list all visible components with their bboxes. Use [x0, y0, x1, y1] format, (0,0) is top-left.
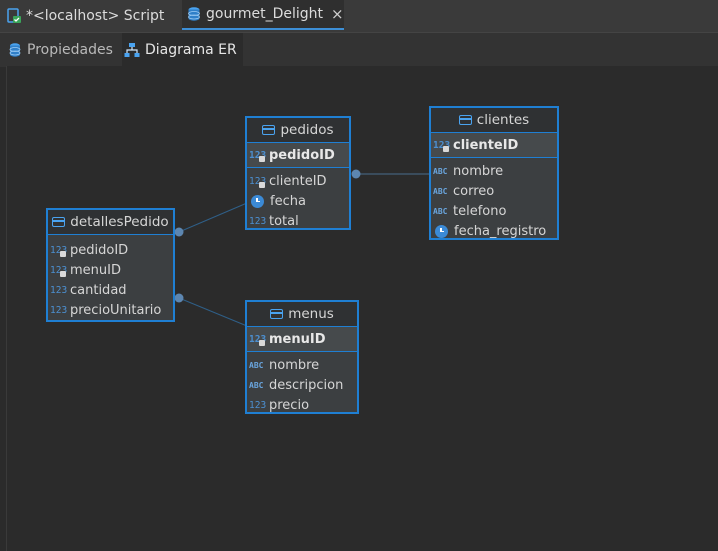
entity-header: menus	[247, 302, 357, 327]
column-name: cantidad	[70, 282, 127, 298]
text-type-icon: ABC	[433, 166, 448, 176]
column-name: clienteID	[269, 173, 327, 189]
numeric-key-icon: 123	[249, 149, 267, 162]
database-icon	[186, 6, 202, 22]
tab-script[interactable]: *<localhost> Script	[6, 0, 176, 32]
subtab-properties[interactable]: Propiedades	[8, 33, 113, 66]
entity-title: menus	[288, 306, 334, 322]
clock-icon	[435, 224, 448, 238]
table-icon	[52, 217, 66, 227]
numeric-type-icon: 123	[50, 304, 68, 316]
column-name: fecha	[270, 193, 306, 209]
subtab-er-diagram[interactable]: Diagrama ER	[122, 33, 243, 66]
text-type-icon: ABC	[433, 186, 448, 196]
column-row[interactable]: ABC nombre	[431, 161, 557, 181]
entity-title: pedidos	[280, 122, 334, 138]
column-row[interactable]: ABC nombre	[247, 355, 357, 375]
numeric-key-icon: 123	[50, 264, 68, 277]
column-name: descripcion	[269, 377, 344, 393]
column-row[interactable]: ABC correo	[431, 181, 557, 201]
tab-script-label: *<localhost> Script	[26, 8, 165, 24]
subtab-er-label: Diagrama ER	[145, 41, 237, 58]
table-icon	[270, 309, 284, 319]
entity-header: clientes	[431, 108, 557, 133]
entity-title: detallesPedido	[70, 214, 169, 230]
column-name: precioUnitario	[70, 302, 162, 318]
text-type-icon: ABC	[433, 206, 448, 216]
editor-tab-bar: *<localhost> Script gourmet_Delight ×	[0, 0, 718, 32]
clock-icon	[251, 194, 264, 208]
column-name: correo	[453, 183, 495, 199]
tab-gourmet-label: gourmet_Delight	[206, 6, 323, 22]
table-icon	[262, 125, 276, 135]
tab-gourmet-delight[interactable]: gourmet_Delight ×	[182, 0, 344, 30]
column-row[interactable]: ABC telefono	[431, 201, 557, 221]
database-icon	[8, 42, 22, 58]
close-icon[interactable]: ×	[331, 5, 344, 23]
column-name: precio	[269, 397, 310, 413]
column-row[interactable]: fecha	[247, 191, 349, 211]
column-name: pedidoID	[70, 242, 129, 258]
entity-title: clientes	[476, 112, 530, 128]
column-name: telefono	[453, 203, 507, 219]
numeric-type-icon: 123	[249, 215, 267, 227]
column-name: menuID	[269, 331, 326, 347]
numeric-key-icon: 123	[50, 244, 68, 257]
editor-subtab-bar: Propiedades Diagrama ER	[0, 32, 718, 67]
column-row[interactable]: fecha_registro	[431, 221, 557, 241]
numeric-key-icon: 123	[433, 139, 451, 152]
text-type-icon: ABC	[249, 380, 264, 390]
numeric-type-icon: 123	[50, 284, 68, 296]
table-icon	[458, 115, 472, 125]
column-name: fecha_registro	[454, 223, 547, 239]
sql-script-icon	[6, 8, 22, 24]
numeric-key-icon: 123	[249, 175, 267, 188]
column-name: total	[269, 213, 299, 229]
entity-header: detallesPedido	[48, 210, 173, 235]
numeric-type-icon: 123	[249, 399, 267, 411]
column-name: pedidoID	[269, 147, 335, 163]
column-name: nombre	[453, 163, 504, 179]
numeric-key-icon: 123	[249, 333, 267, 346]
column-name: clienteID	[453, 137, 519, 153]
column-name: menuID	[70, 262, 121, 278]
column-row[interactable]: ABC descripcion	[247, 375, 357, 395]
text-type-icon: ABC	[249, 360, 264, 370]
entity-header: pedidos	[247, 118, 349, 143]
er-diagram-icon	[124, 42, 140, 58]
subtab-properties-label: Propiedades	[27, 41, 113, 58]
column-name: nombre	[269, 357, 320, 373]
